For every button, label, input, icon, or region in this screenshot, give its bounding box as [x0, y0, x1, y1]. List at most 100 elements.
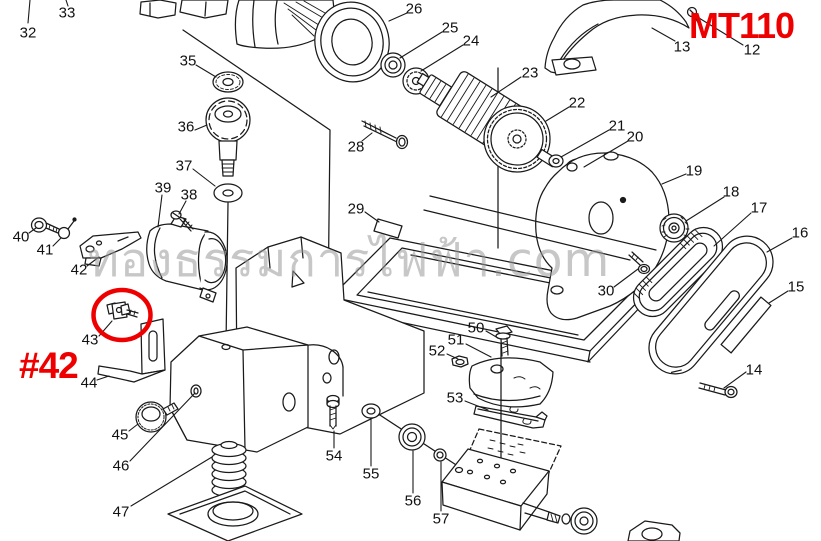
part-art-52 — [451, 355, 469, 368]
part-art-35 — [212, 71, 244, 93]
svg-text:22: 22 — [569, 95, 586, 112]
svg-text:21: 21 — [609, 118, 626, 135]
svg-text:57: 57 — [433, 511, 450, 528]
part-callout-22: 22 — [545, 95, 586, 122]
part-callout-51: 51 — [448, 332, 492, 358]
svg-text:46: 46 — [113, 458, 130, 475]
part-art-29 — [373, 218, 403, 239]
svg-text:20: 20 — [627, 129, 644, 146]
part-callout-29: 29 — [348, 201, 380, 223]
part-art-44 — [97, 318, 166, 383]
part-callout-15: 15 — [768, 279, 805, 304]
part-art-46 — [169, 326, 309, 453]
svg-text:16: 16 — [792, 225, 809, 242]
part-callout-26: 26 — [388, 1, 423, 22]
part-callout-28: 28 — [348, 132, 373, 156]
part-callout-42: 42 — [71, 256, 100, 279]
part-art-13 — [544, 0, 690, 76]
part-callout-17: 17 — [713, 200, 768, 247]
part-art-41 — [57, 217, 77, 240]
svg-text:32: 32 — [20, 25, 37, 42]
part-art-brush-blocks — [139, 0, 229, 19]
part-art-57 — [433, 448, 447, 462]
svg-text:54: 54 — [326, 448, 343, 465]
svg-text:52: 52 — [429, 343, 446, 360]
svg-text:12: 12 — [744, 42, 761, 59]
part-callout-39: 39 — [155, 180, 171, 228]
part-art-base-plate — [167, 485, 303, 541]
svg-text:42: 42 — [71, 262, 88, 279]
svg-text:38: 38 — [181, 187, 198, 204]
svg-text:13: 13 — [674, 39, 691, 56]
part-callout-23: 23 — [490, 65, 539, 98]
part-callout-55: 55 — [363, 418, 380, 483]
part-labels-layer: 1213141516171819202122232425262829303233… — [13, 0, 809, 528]
part-callout-54: 54 — [326, 430, 343, 465]
svg-text:33: 33 — [59, 5, 76, 22]
part-art-55 — [361, 403, 381, 419]
svg-text:35: 35 — [180, 53, 197, 70]
svg-text:43: 43 — [82, 332, 99, 349]
part-callout-24: 24 — [420, 33, 480, 72]
svg-text:53: 53 — [447, 390, 464, 407]
part-art-56 — [398, 423, 426, 451]
part-callout-12: 12 — [698, 17, 761, 59]
part-callout-50: 50 — [468, 320, 499, 339]
part-art-17 — [632, 226, 724, 318]
part-art-54 — [326, 394, 340, 430]
part-art-drum — [441, 448, 681, 541]
part-art-39 — [146, 215, 228, 303]
part-callout-14: 14 — [723, 362, 762, 389]
svg-text:51: 51 — [448, 332, 465, 349]
svg-text:37: 37 — [176, 158, 193, 175]
part-callout-33: 33 — [59, 0, 76, 22]
svg-text:44: 44 — [81, 375, 98, 392]
part-callout-47: 47 — [113, 456, 213, 521]
part-art-36 — [205, 97, 251, 177]
svg-text:26: 26 — [406, 1, 423, 18]
part-art-25 — [380, 52, 406, 78]
svg-text:15: 15 — [788, 279, 805, 296]
part-art-26 — [314, 1, 390, 83]
part-callout-40: 40 — [13, 227, 37, 246]
assembly-lines-right — [423, 195, 657, 261]
part-callout-44: 44 — [81, 375, 110, 392]
svg-text:47: 47 — [113, 504, 130, 521]
part-callout-18: 18 — [685, 184, 740, 222]
part-art-15 — [720, 296, 772, 354]
part-callout-20: 20 — [583, 129, 644, 168]
part-callout-36: 36 — [178, 119, 208, 136]
svg-text:23: 23 — [522, 65, 539, 82]
svg-text:55: 55 — [363, 466, 380, 483]
part-art-45 — [135, 401, 179, 433]
svg-text:45: 45 — [112, 427, 129, 444]
part-callout-46: 46 — [113, 392, 196, 475]
highlight-circle — [91, 287, 153, 343]
part-callout-30: 30 — [598, 268, 639, 300]
svg-text:50: 50 — [468, 320, 485, 337]
svg-text:19: 19 — [686, 163, 703, 180]
part-callout-45: 45 — [112, 423, 139, 444]
part-art-38 — [170, 210, 194, 232]
highlight-part-label: #42 — [19, 345, 79, 386]
part-art-12 — [686, 6, 700, 25]
part-art-21 — [548, 154, 564, 168]
part-callout-38: 38 — [178, 187, 198, 215]
part-art-16 — [648, 235, 774, 375]
part-art-37 — [213, 183, 243, 203]
part-art-50 — [495, 325, 513, 357]
svg-text:18: 18 — [723, 184, 740, 201]
part-art-14 — [698, 382, 738, 399]
part-art-19 — [535, 151, 670, 321]
svg-text:40: 40 — [13, 229, 30, 246]
svg-text:24: 24 — [463, 33, 480, 50]
part-callout-52: 52 — [429, 343, 459, 360]
svg-text:28: 28 — [348, 139, 365, 156]
svg-text:17: 17 — [751, 200, 768, 217]
svg-text:30: 30 — [598, 283, 615, 300]
part-callout-56: 56 — [405, 450, 421, 510]
model-label: MT110 — [689, 5, 795, 46]
svg-text:29: 29 — [348, 201, 365, 218]
